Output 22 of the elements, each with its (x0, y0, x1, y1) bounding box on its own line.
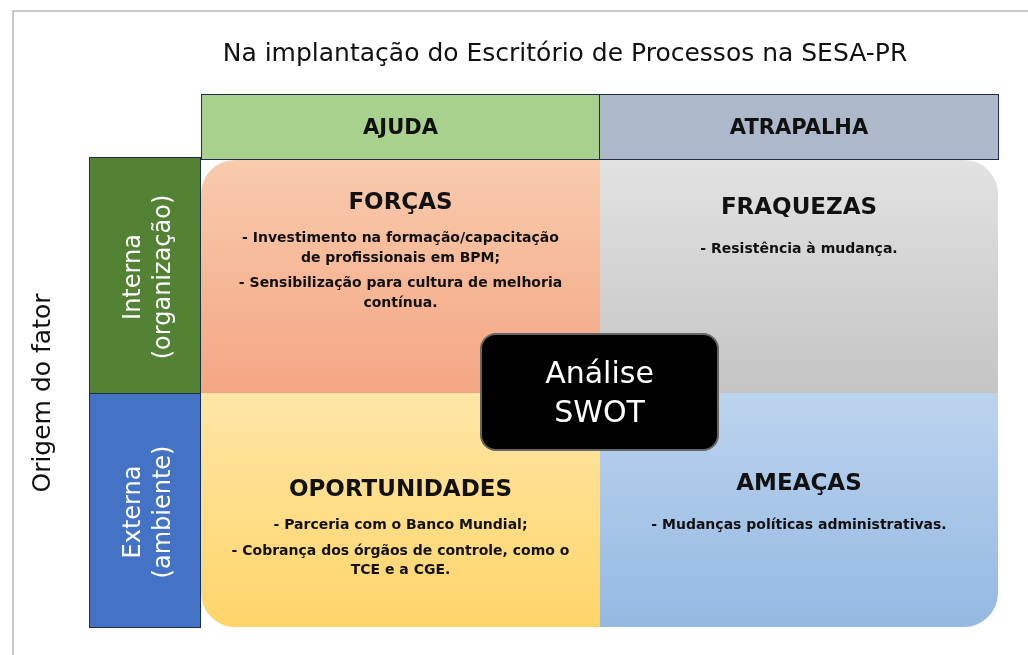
quadrant-heading: FRAQUEZAS (720, 193, 878, 219)
center-label: Análise SWOT (544, 354, 655, 431)
header-text: AJUDA (363, 115, 438, 139)
bullet-text: - Investimento na formação/capacitação de profissionais em BPM; (241, 228, 560, 267)
column-header (201, 94, 600, 160)
bullet-text: - Parceria com o Banco Mundial; (273, 515, 528, 534)
bullet-text: - Sensibilização para cultura de melhoria contínua. (237, 273, 564, 312)
column-header (599, 94, 999, 160)
header-text: Externa (ambiente) (116, 444, 176, 580)
header-text: Interna (organização) (116, 193, 176, 361)
center-box (480, 333, 719, 451)
bullet-text: - Cobrança dos órgãos de controle, como o TCE e a CGE. (230, 540, 571, 580)
bullet-text: - Mudanças políticas administrativas. (651, 515, 947, 534)
header-text: ATRAPALHA (729, 115, 869, 139)
axis-label: Origem do fator (27, 292, 57, 495)
quadrant-heading: FORÇAS (348, 188, 453, 214)
quadrant-heading: AMEAÇAS (736, 469, 862, 495)
bullet-text: - Resistência à mudança. (700, 239, 898, 258)
quadrant-heading: OPORTUNIDADES (288, 475, 513, 501)
row-header (89, 157, 201, 394)
row-header (89, 393, 201, 628)
diagram-title: Na implantação do Escritório de Processos na SESA-PR (221, 38, 909, 67)
